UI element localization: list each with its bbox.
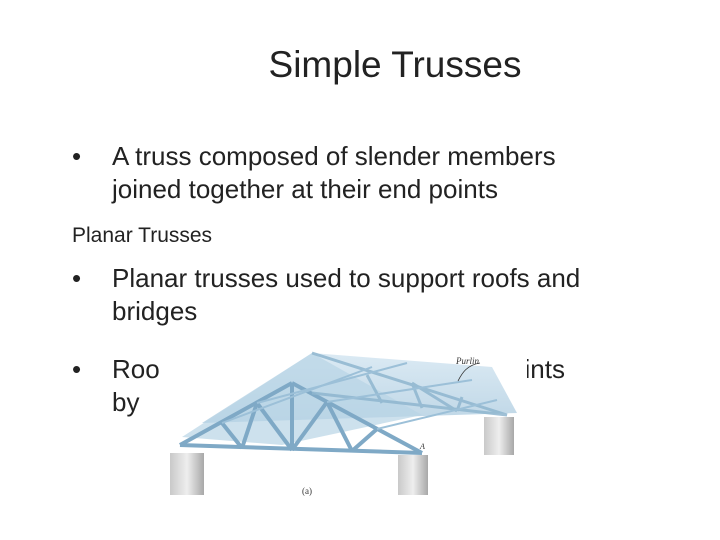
slide-title: Simple Trusses: [268, 44, 522, 85]
joint-label: A: [420, 442, 425, 451]
bullet-3-line-1-left: Roo: [112, 354, 160, 384]
purlins: [221, 362, 498, 430]
bullet-1-line-1: A truss composed of slender members: [112, 141, 556, 171]
bullet-2-line-1: Planar trusses used to support roofs and: [112, 263, 581, 293]
pier-front-left: [170, 453, 204, 495]
bullet-marker: •: [72, 141, 82, 171]
bullet-marker: •: [72, 354, 82, 384]
purlin-label: Purlin: [456, 356, 480, 366]
bullet-1: • A truss composed of slender members jo…: [72, 140, 672, 206]
bullet-1-line-2: joined together at their end points: [112, 174, 498, 204]
pier-back-right: [484, 417, 514, 455]
roof-truss-figure: [162, 345, 527, 498]
subheading-planar-trusses: Planar Trusses: [72, 224, 213, 247]
pier-front-right: [398, 455, 428, 495]
roof-truss-illustration: [170, 351, 517, 495]
bullet-marker: •: [72, 263, 82, 293]
bullet-2-line-2: bridges: [112, 296, 198, 326]
bullet-2: • Planar trusses used to support roofs a…: [72, 262, 712, 328]
bullet-3-line-2: by: [112, 387, 140, 417]
purlin-leader: [457, 362, 481, 382]
figure-caption: (a): [302, 486, 312, 496]
